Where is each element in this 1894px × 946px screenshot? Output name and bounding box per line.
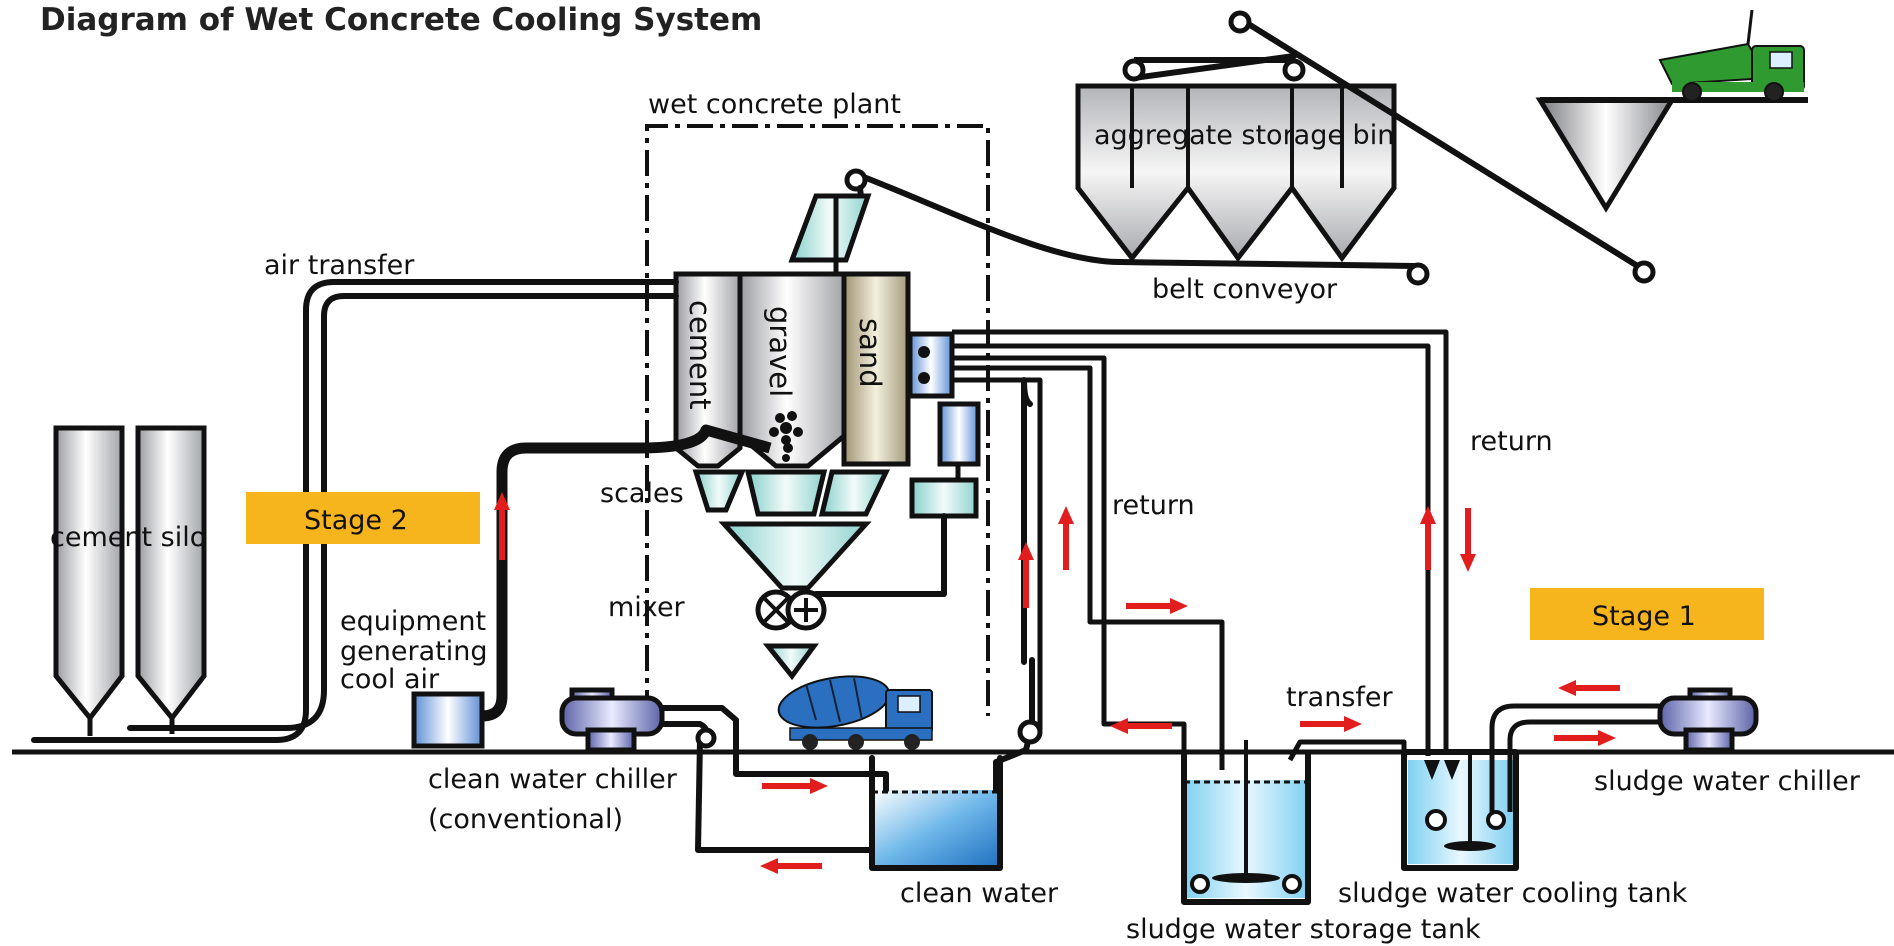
sludge-water-storage-tank (1181, 740, 1311, 905)
flow-arrow-up-icon (494, 492, 510, 560)
diagonal-conveyor (1228, 10, 1656, 284)
sludge-water-cooling-tank (1401, 749, 1519, 871)
scales-label: scales (600, 478, 684, 509)
clean-water-piping (659, 377, 1043, 853)
plant-boundary (645, 124, 990, 716)
clean-water-chiller-label: clean water chiller (428, 764, 678, 795)
aggregate-storage-bin (1075, 53, 1397, 263)
clean-water-label: clean water (900, 878, 1059, 909)
flow-arrow-up-icon (1420, 506, 1436, 570)
flow-arrow-up-icon (1058, 506, 1074, 570)
sludge-water-chiller (1489, 687, 1759, 812)
cement-silo-label: cement silo (50, 522, 206, 553)
air-transfer-label: air transfer (264, 250, 415, 281)
clean-water-chiller-sublabel: (conventional) (428, 804, 623, 835)
return-label-left: return (1112, 490, 1195, 521)
sludge-water-chiller-label: sludge water chiller (1594, 766, 1861, 797)
belt-conveyor-label: belt conveyor (1152, 274, 1338, 305)
belt-conveyor (844, 168, 1430, 286)
flow-arrows (494, 492, 1620, 874)
stage-1-badge: Stage 1 (1530, 588, 1764, 640)
flow-arrow-left-icon (760, 858, 822, 874)
cool-air-generator (411, 424, 772, 749)
mixer-label: mixer (608, 592, 686, 623)
diagram-title: Diagram of Wet Concrete Cooling System (40, 2, 762, 38)
gravel-pile-icon (769, 411, 803, 462)
aggregate-storage-bin-label: aggregate storage bin (1094, 120, 1394, 151)
flow-arrow-up-icon (1018, 542, 1034, 608)
sand-bin (841, 271, 911, 467)
transfer-label: transfer (1286, 682, 1394, 713)
cement-silo (53, 425, 207, 736)
flow-arrow-right-icon (1126, 598, 1188, 614)
return-label-right: return (1470, 426, 1553, 457)
receiving-hopper (1535, 97, 1808, 213)
stage-2-label: Stage 2 (304, 505, 408, 536)
flow-arrow-right-icon (1554, 730, 1616, 746)
flow-arrow-right-icon (1300, 716, 1362, 732)
equipment-label-line3: cool air (340, 664, 440, 695)
sludge-water-storage-tank-label: sludge water storage tank (1126, 914, 1481, 945)
clean-water-chiller (559, 687, 665, 753)
sand-bin-label: sand (853, 318, 887, 388)
flow-arrow-left-icon (1110, 718, 1172, 734)
equipment-label-line2: generating (340, 636, 487, 667)
equipment-label-line1: equipment (340, 606, 486, 637)
concrete-mixer-truck (777, 675, 933, 750)
cement-bin-label: cement (683, 300, 717, 410)
wet-concrete-plant-label: wet concrete plant (648, 89, 901, 120)
dump-truck (1658, 9, 1805, 102)
scales (692, 469, 890, 517)
clean-water-tank (869, 755, 1003, 871)
feed-chute (788, 193, 872, 272)
stage-1-label: Stage 1 (1592, 601, 1696, 632)
mixer (718, 513, 947, 681)
gravel-bin-label: gravel (763, 306, 797, 397)
flow-arrow-down-icon (1460, 508, 1476, 572)
water-measuring-tank (909, 401, 981, 519)
stage-2-badge: Stage 2 (246, 492, 480, 544)
sludge-water-cooling-tank-label: sludge water cooling tank (1338, 878, 1688, 909)
flow-arrow-left-icon (1558, 680, 1620, 696)
return-piping (907, 329, 1449, 770)
flow-arrow-right-icon (762, 778, 828, 794)
